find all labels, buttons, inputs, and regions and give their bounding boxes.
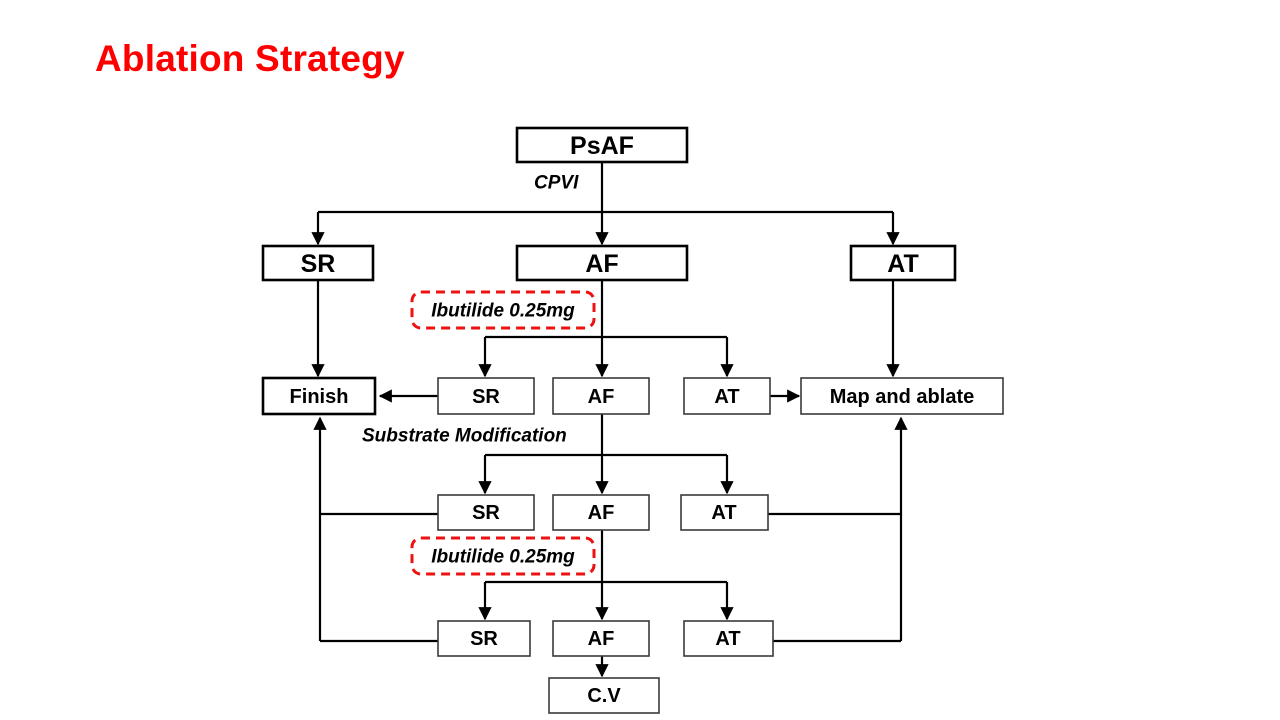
drug-box-ibutilide-1: Ibutilide 0.25mg bbox=[410, 290, 596, 330]
node-sr-row5-label: SR bbox=[470, 628, 498, 650]
node-at-row4[interactable]: AT bbox=[680, 494, 769, 531]
node-psaf-label: PsAF bbox=[570, 132, 634, 160]
node-af-row2[interactable]: AF bbox=[515, 244, 689, 282]
node-map-and-ablate-label: Map and ablate bbox=[830, 386, 974, 408]
node-cv[interactable]: C.V bbox=[548, 677, 660, 714]
drug-box-ibutilide-2: Ibutilide 0.25mg bbox=[410, 536, 596, 576]
edge-layer bbox=[311, 162, 908, 678]
node-at-row5-label: AT bbox=[715, 628, 740, 650]
drug-label-ibutilide-1: Ibutilide 0.25mg bbox=[431, 301, 575, 322]
node-sr-row4-label: SR bbox=[472, 502, 500, 524]
node-af-row4-label: AF bbox=[588, 502, 615, 524]
node-psaf[interactable]: PsAF bbox=[515, 126, 689, 164]
drug-label-ibutilide-2: Ibutilide 0.25mg bbox=[431, 547, 575, 568]
node-af-row3[interactable]: AF bbox=[552, 377, 650, 415]
node-finish[interactable]: Finish bbox=[261, 376, 377, 416]
node-at-row2[interactable]: AT bbox=[849, 244, 957, 282]
node-af-row5[interactable]: AF bbox=[552, 620, 650, 657]
node-sr-row3-label: SR bbox=[472, 386, 500, 408]
node-sr-row5[interactable]: SR bbox=[437, 620, 531, 657]
node-af-row2-label: AF bbox=[585, 250, 618, 278]
node-sr-row2-label: SR bbox=[301, 250, 336, 278]
node-at-row3-label: AT bbox=[714, 386, 739, 408]
annotation-cpvi: CPVI bbox=[534, 173, 579, 194]
node-sr-row3[interactable]: SR bbox=[437, 377, 535, 415]
node-at-row5[interactable]: AT bbox=[683, 620, 774, 657]
node-at-row4-label: AT bbox=[711, 502, 736, 524]
node-af-row3-label: AF bbox=[588, 386, 615, 408]
node-af-row5-label: AF bbox=[588, 628, 615, 650]
page-title: Ablation Strategy bbox=[95, 38, 405, 79]
node-finish-label: Finish bbox=[290, 386, 349, 408]
node-cv-label: C.V bbox=[587, 685, 621, 707]
node-sr-row4[interactable]: SR bbox=[437, 494, 535, 531]
node-at-row2-label: AT bbox=[887, 250, 918, 278]
node-af-row4[interactable]: AF bbox=[552, 494, 650, 531]
node-sr-row2[interactable]: SR bbox=[261, 244, 375, 282]
node-map-and-ablate[interactable]: Map and ablate bbox=[800, 377, 1004, 415]
node-at-row3[interactable]: AT bbox=[683, 377, 771, 415]
annotation-substrate-modification: Substrate Modification bbox=[362, 426, 567, 447]
